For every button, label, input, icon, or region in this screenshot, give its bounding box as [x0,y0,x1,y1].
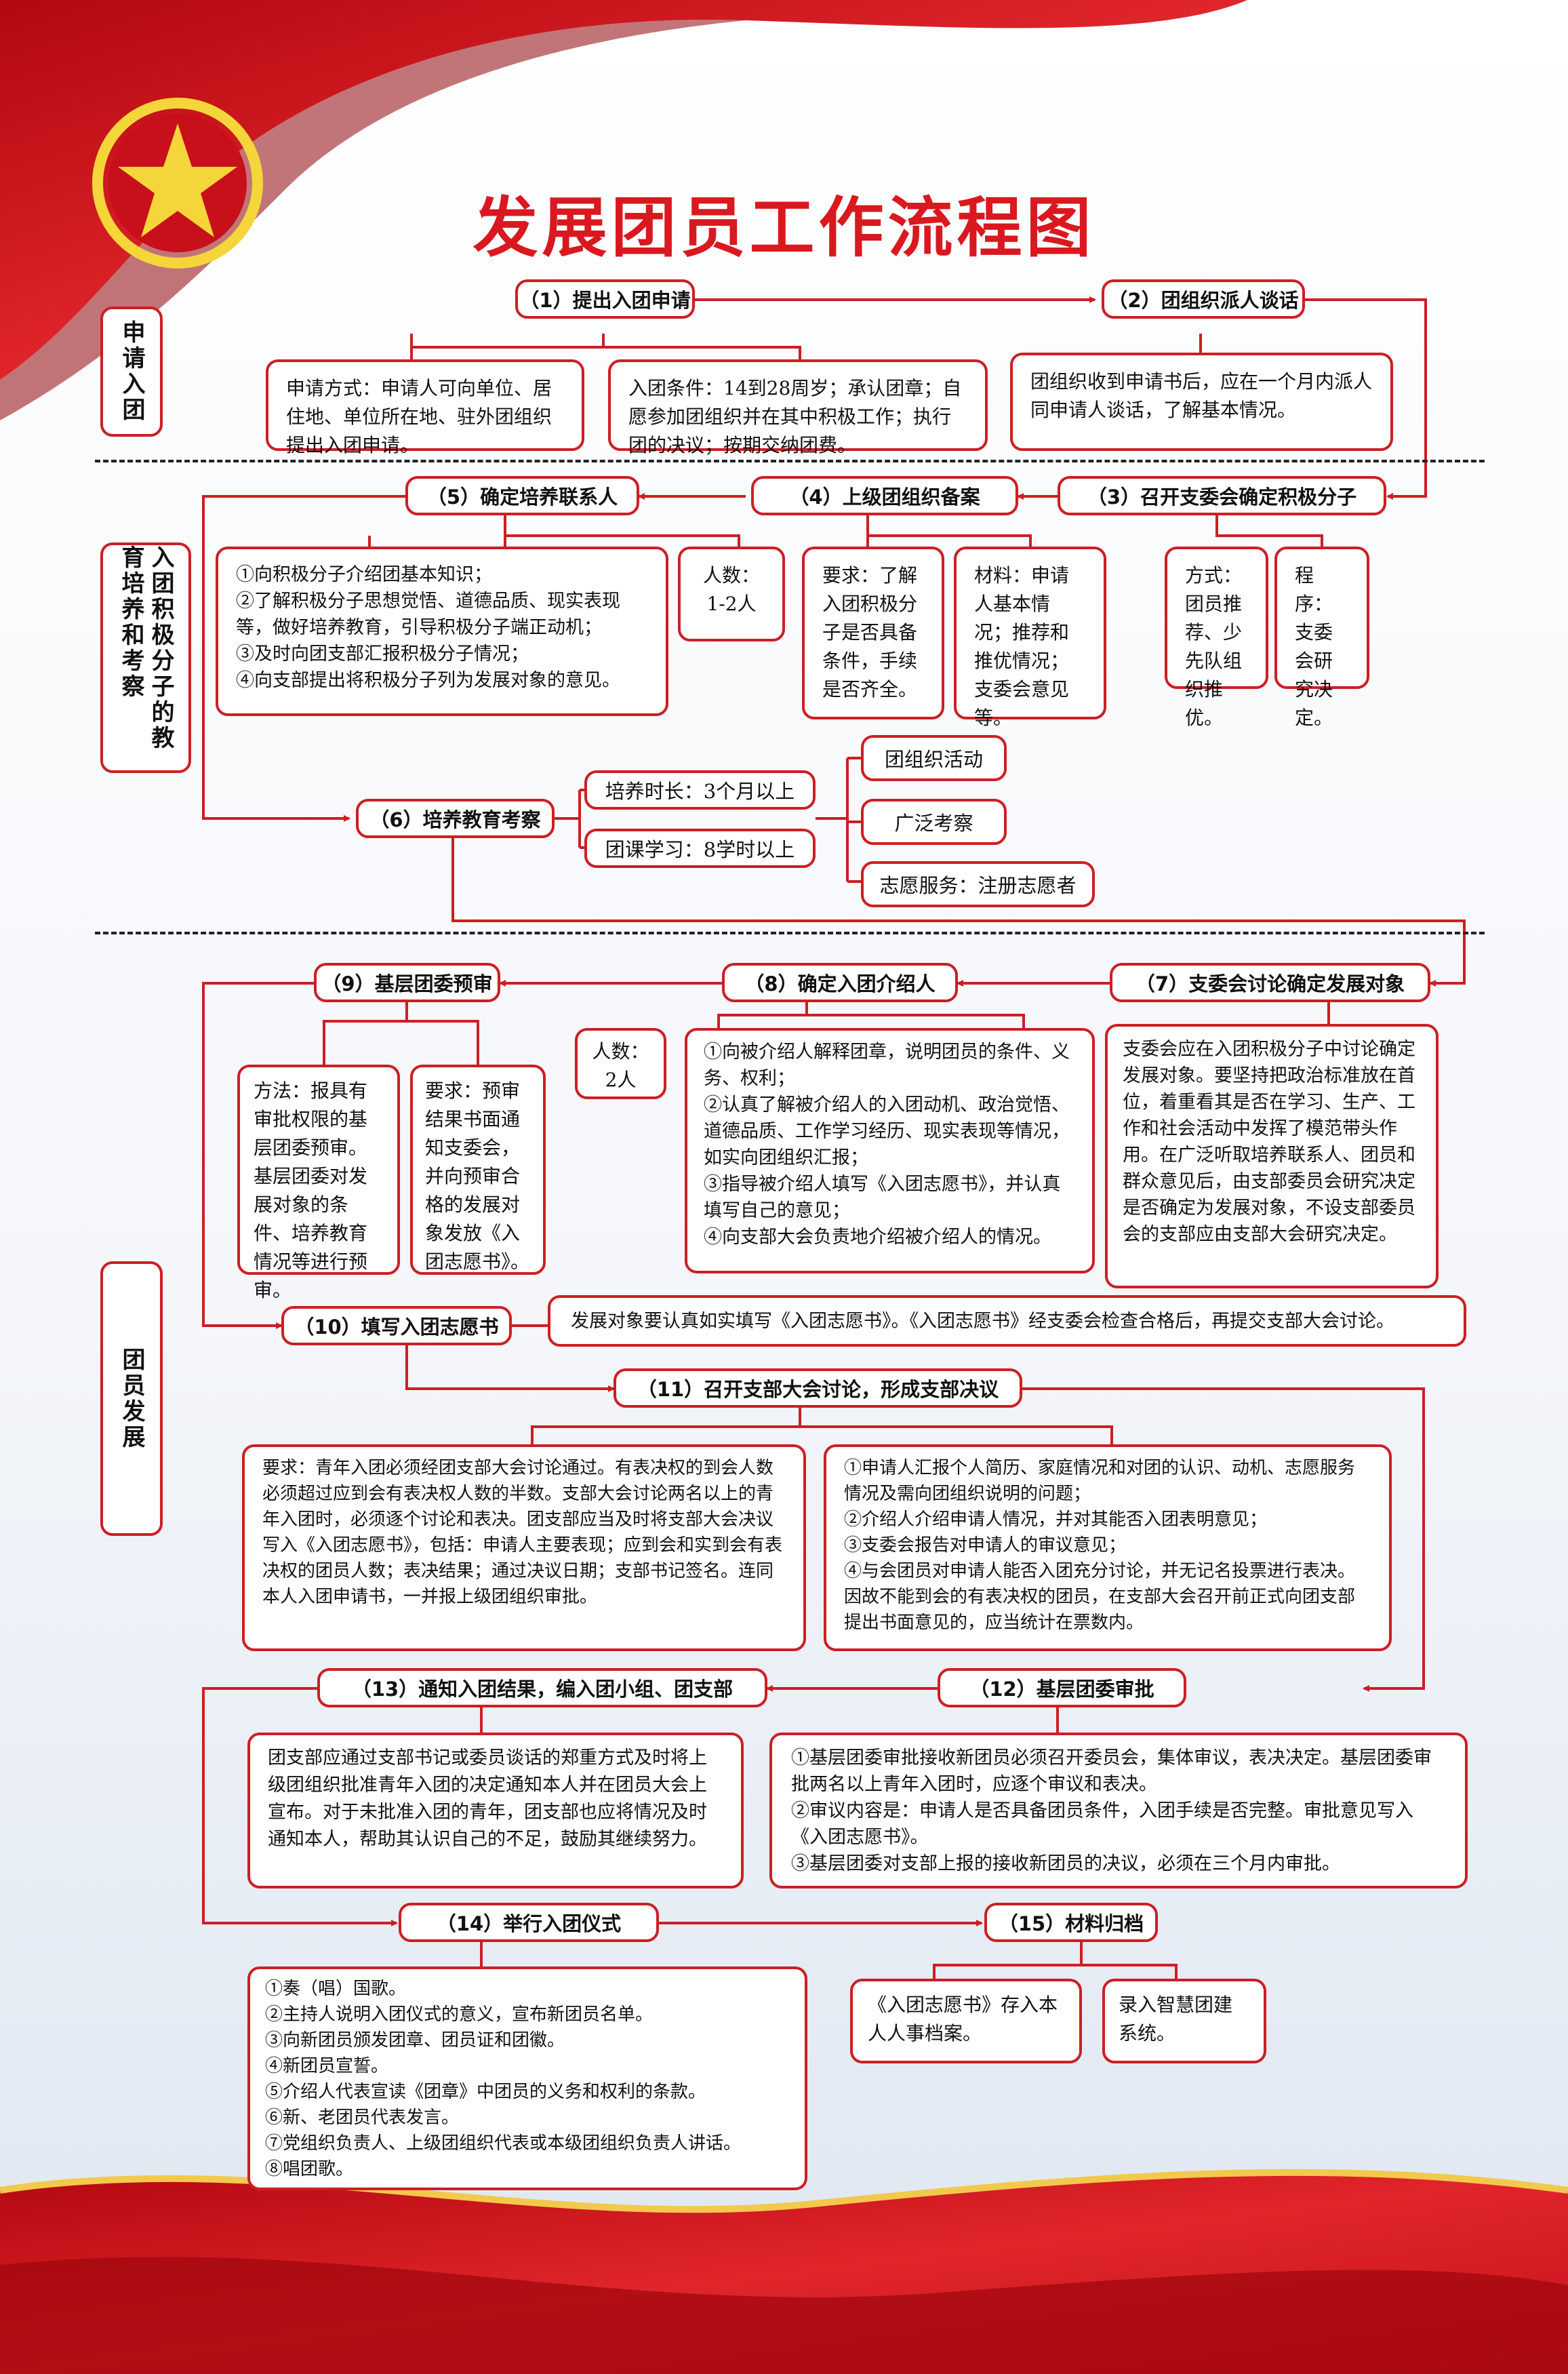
note-contact-duties: ①向积极分子介绍团基本知识； ②了解积极分子思想觉悟、道德品质、现实表现等，做好… [216,547,668,716]
page-title: 发展团员工作流程图 [473,190,1095,266]
note-fill-form: 发展对象要认真如实填写《入团志愿书》。《入团志愿书》经支委会检查合格后，再提交支… [548,1295,1466,1347]
note-contact-count: 人数： 1-2人 [678,547,785,641]
step-4-report-filing: （4）上级团组织备案 [751,476,1018,515]
note-meeting-steps: ①申请人汇报个人简历、家庭情况和对团的认识、动机、志愿服务情况及需向团组织说明的… [824,1444,1392,1651]
note-activity-league: 团组织活动 [861,735,1007,781]
note-training-duration: 培养时长：3个月以上 [584,770,816,810]
step-9-pretrial: （9）基层团委预审 [314,963,500,1002]
step-13-notify-result: （13）通知入团结果，编入团小组、团支部 [317,1668,767,1707]
note-archive-system: 录入智慧团建系统。 [1102,1979,1266,2063]
note-committee-approval: ①基层团委审批接收新团员必须召开委员会，集体审议，表决决定。基层团委审批两名以上… [769,1733,1468,1888]
note-pretrial-requirement: 要求：预审结果书面通知支委会，并向预审合格的发展对象发放《入团志愿书》。 [410,1065,546,1275]
step-7-development-target: （7）支委会讨论确定发展对象 [1110,963,1430,1002]
step-11-branch-meeting: （11）召开支部大会讨论，形成支部决议 [614,1368,1022,1408]
section-label-apply: 申请入团 [100,306,163,437]
youth-league-emblem [92,98,263,269]
step-12-committee-approval: （12）基层团委审批 [938,1668,1186,1707]
note-apply-condition: 入团条件：14到28周岁；承认团章；自愿参加团组织并在其中积极工作；执行团的决议… [608,359,988,456]
section-label-activist-training: 入团积极分子的教育培养和考察 [100,542,191,773]
step-14-ceremony: （14）举行入团仪式 [399,1903,659,1942]
note-apply-method: 申请方式：申请人可向单位、居住地、单位所在地、驻外团组织提出入团申请。 [266,359,584,456]
step-6-training-observation: （6）培养教育考察 [356,799,555,838]
section-divider-1 [95,460,1485,462]
step-8-introducer: （8）确定入团介绍人 [722,963,958,1002]
step-15-archive: （15）材料归档 [984,1903,1158,1942]
step-1-apply: （1）提出入团申请 [515,279,695,319]
note-meeting-requirement: 要求：青年入团必须经团支部大会讨论通过。有表决权的到会人数必须超过应到会有表决权… [242,1444,806,1651]
step-2-talk: （2）团组织派人谈话 [1102,279,1305,319]
note-activist-procedure: 程序：支委会研究决定。 [1274,547,1369,729]
note-filing-requirement: 要求：了解入团积极分子是否具备条件，手续是否齐全。 [802,547,944,719]
section-divider-2 [95,932,1485,934]
note-activist-method: 方式：团员推荐、少先队组织推优。 [1165,547,1268,729]
note-activity-volunteer: 志愿服务：注册志愿者 [861,861,1095,907]
note-talk: 团组织收到申请书后，应在一个月内派人同申请人谈话，了解基本情况。 [1010,353,1393,451]
note-notify-result: 团支部应通过支部书记或委员谈话的郑重方式及时将上级团组织批准青年入团的决定通知本… [247,1733,744,1888]
note-league-class: 团课学习：8学时以上 [584,829,816,868]
step-5-assign-contact: （5）确定培养联系人 [405,476,639,515]
step-3-committee-activist: （3）召开支委会确定积极分子 [1058,476,1386,515]
note-filing-material: 材料：申请人基本情况；推荐和推优情况；支委会意见等。 [954,547,1106,729]
note-activity-observation: 广泛考察 [861,799,1007,845]
note-archive-file: 《入团志愿书》存入本人人事档案。 [850,1979,1082,2063]
note-ceremony-steps: ①奏（唱）国歌。 ②主持人说明入团仪式的意义，宣布新团员名单。 ③向新团员颁发团… [247,1966,807,2190]
note-development-target: 支委会应在入团积极分子中讨论确定发展对象。要坚持把政治标准放在首位，着重看其是否… [1105,1024,1439,1288]
note-pretrial-method: 方法：报具有审批权限的基层团委预审。基层团委对发展对象的条件、培养教育情况等进行… [237,1065,400,1301]
section-label-member-development: 团员发展 [100,1261,163,1536]
note-introducer-count: 人数： 2人 [575,1028,666,1099]
step-10-fill-form: （10）填写入团志愿书 [281,1306,512,1345]
note-introducer-duties: ①向被介绍人解释团章，说明团员的条件、义务、权利； ②认真了解被介绍人的入团动机… [685,1028,1095,1273]
